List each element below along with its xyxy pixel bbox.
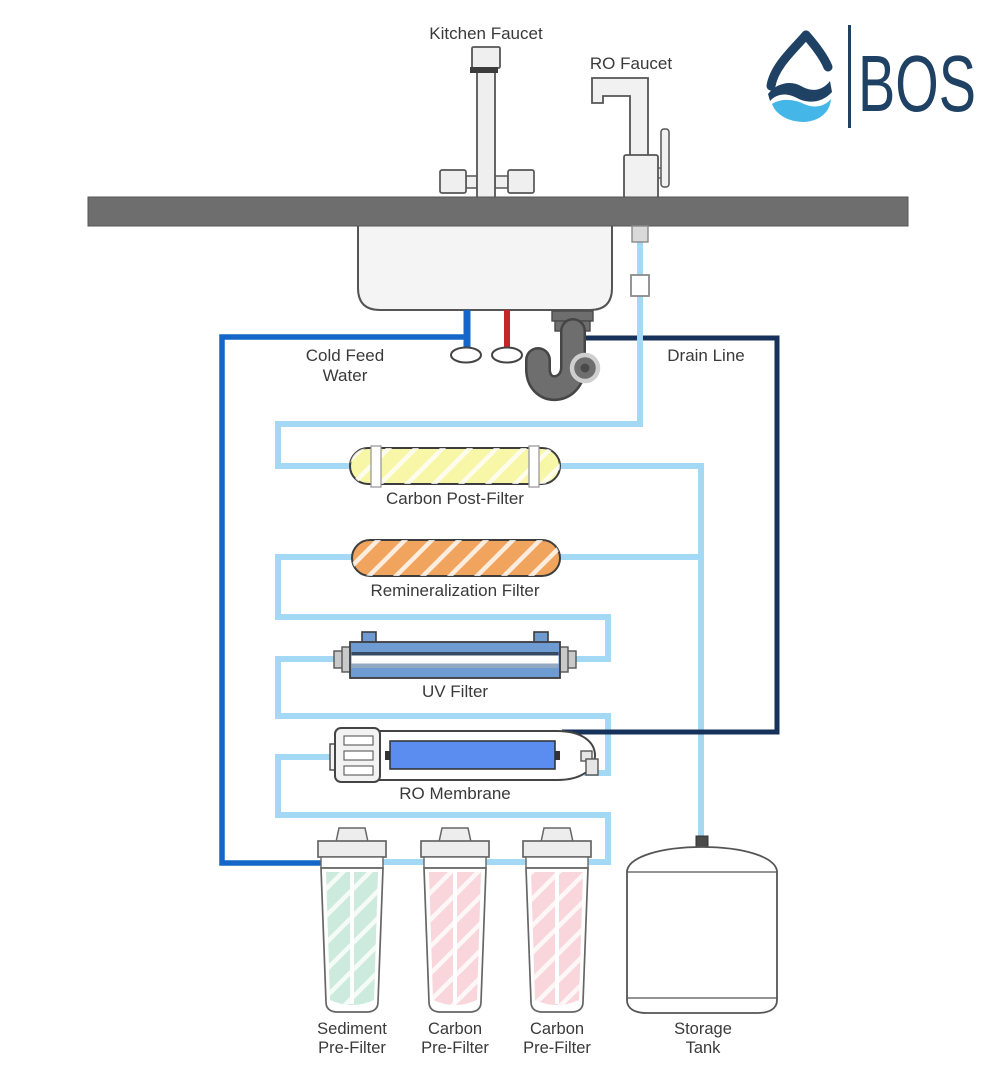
ro-membrane [329, 727, 599, 783]
faucet-aerator [470, 67, 498, 73]
uv-stripe-gray [351, 663, 559, 668]
label-carbon-prefilter1-2: Pre-Filter [421, 1039, 489, 1057]
filter-neck [525, 856, 589, 869]
filter-core-split [453, 872, 457, 1004]
filter-cap [420, 840, 490, 858]
storage-tank [626, 835, 778, 1014]
trap-pipe [527, 320, 584, 399]
remineralization-filter [351, 539, 561, 577]
drain-trap [525, 310, 601, 401]
label-storage-tank-2: Tank [686, 1039, 722, 1057]
bos-logo: BOS [766, 25, 976, 128]
label-carbon-post-filter: Carbon Post-Filter [386, 489, 524, 508]
carbon-pre-filter-2 [522, 827, 592, 1013]
handle-stem-left [465, 175, 478, 189]
filter-neck [320, 856, 384, 869]
water-drop-icon [766, 30, 833, 122]
ro-line-fitting [630, 274, 650, 297]
label-ro-faucet: RO Faucet [590, 54, 672, 73]
ro-faucet [591, 77, 670, 199]
ro-fitting-foot [585, 758, 599, 776]
ro-faucet-shank [631, 225, 649, 243]
capsule-band-left [370, 445, 382, 488]
sediment-pre-filter [317, 827, 387, 1013]
ro-core-nub-right [554, 751, 560, 760]
carbon-pre-filter-1 [420, 827, 490, 1013]
handle-left [439, 169, 467, 194]
filter-knob [335, 827, 369, 843]
label-carbon-prefilter2-1: Carbon [530, 1020, 584, 1038]
ro-lever [660, 128, 670, 188]
ro-core-nub-left [385, 751, 391, 760]
label-uv-filter: UV Filter [422, 682, 488, 701]
cold-feed-tube [219, 334, 466, 866]
uv-filter [333, 631, 577, 679]
label-cold-feed-2: Water [323, 366, 368, 385]
label-ro-membrane: RO Membrane [399, 784, 510, 803]
filter-knob [438, 827, 472, 843]
uv-stripe-white [351, 655, 559, 664]
capsule-band-right [528, 445, 540, 488]
hot-valve-ellipse [491, 346, 523, 364]
label-remineralization-filter: Remineralization Filter [370, 581, 539, 600]
faucet-body [476, 69, 496, 201]
filter-cap [522, 840, 592, 858]
ro-cap-slot [343, 750, 374, 761]
filter-core-split [350, 872, 354, 1004]
handle-stem-right [494, 175, 509, 189]
tube-faucet-to-carbonpost-and-tank [275, 421, 704, 845]
label-sediment-prefilter-2: Pre-Filter [318, 1039, 386, 1057]
label-sediment-prefilter-1: Sediment [317, 1020, 387, 1038]
logo-divider [848, 25, 851, 128]
label-storage-tank-1: Storage [674, 1020, 732, 1038]
sink-basin [357, 221, 613, 311]
cold-valve-ellipse [450, 346, 482, 364]
tank-body [626, 846, 778, 1014]
label-kitchen-faucet: Kitchen Faucet [429, 24, 543, 43]
handle-right [507, 169, 535, 194]
trap-opening-center [580, 363, 590, 373]
label-cold-feed-1: Cold Feed [306, 346, 384, 365]
filter-core-split [555, 872, 559, 1004]
uv-stripe-dark [351, 652, 559, 656]
ro-faucet-neck [591, 77, 649, 157]
label-carbon-prefilter2-2: Pre-Filter [523, 1039, 591, 1057]
carbon-post-filter [349, 445, 561, 488]
label-carbon-prefilter1-1: Carbon [428, 1020, 482, 1038]
filter-neck [423, 856, 487, 869]
ro-cap-slot [343, 735, 374, 746]
faucet-head [471, 46, 501, 69]
ro-cap-slot [343, 765, 374, 776]
label-drain-line: Drain Line [667, 346, 745, 365]
kitchen-faucet [439, 46, 535, 201]
filter-knob [540, 827, 574, 843]
drain-line-tube [562, 335, 780, 735]
ro-faucet-base [623, 154, 659, 199]
logo-wordmark: BOS [858, 39, 976, 128]
filter-cap [317, 840, 387, 858]
